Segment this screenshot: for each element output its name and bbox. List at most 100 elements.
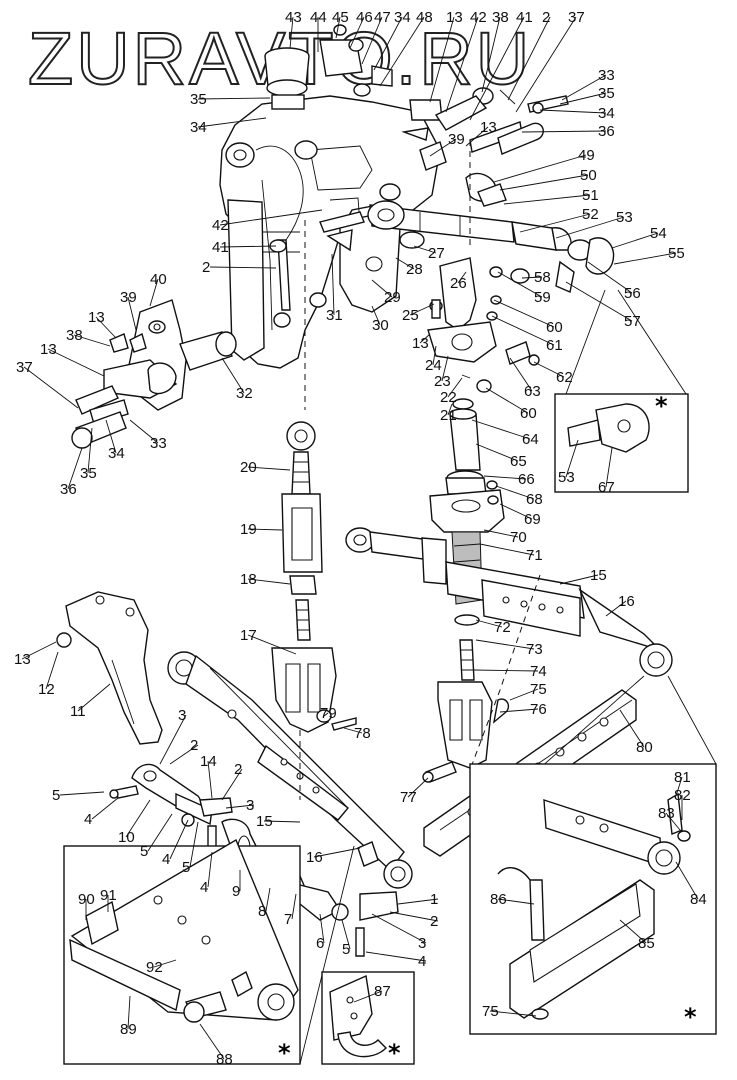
leader-line	[219, 209, 323, 226]
leader-line	[319, 913, 325, 944]
part-number-label: 82	[674, 787, 691, 804]
part-number-label: 20	[240, 459, 257, 476]
part-number-label: 3	[418, 935, 426, 952]
leader-line	[129, 419, 159, 444]
part-number-label: 83	[658, 805, 675, 822]
part-number-label: 7	[284, 911, 292, 928]
leader-line	[209, 266, 277, 269]
part-number-label: 11	[70, 703, 86, 720]
part-number-label: 59	[534, 289, 551, 306]
leader-line	[189, 821, 199, 868]
leader-line	[559, 574, 599, 585]
lift-cylinder	[227, 199, 291, 361]
leader-line	[353, 990, 383, 1003]
leader-line	[447, 377, 463, 398]
leader-line	[365, 951, 427, 962]
leader-line	[665, 812, 681, 831]
adjustable-lift-rod	[271, 421, 357, 733]
leader-line	[503, 194, 591, 205]
part-number-label: 4	[162, 851, 170, 868]
part-number-label: 4	[200, 879, 208, 896]
leader-line	[343, 727, 363, 734]
leader-line	[361, 16, 383, 65]
leader-line	[441, 355, 449, 382]
part-number-label: 2	[542, 9, 550, 26]
leader-line	[77, 683, 111, 712]
part-number-label: 28	[406, 261, 423, 278]
lift-arm-group	[427, 257, 540, 410]
part-number-label: 40	[150, 271, 167, 288]
leader-line	[219, 245, 277, 248]
leader-line	[475, 619, 503, 628]
part-number-label: 5	[342, 941, 350, 958]
part-number-label: 48	[416, 9, 433, 26]
leader-line	[675, 861, 699, 900]
inset-telescopic-link	[63, 838, 355, 1065]
leader-line	[289, 16, 294, 49]
part-number-label: 35	[80, 465, 97, 482]
leader-line	[313, 847, 361, 858]
leader-line	[619, 919, 647, 944]
part-number-label: 79	[320, 705, 337, 722]
leader-line	[225, 804, 255, 809]
part-number-label: 49	[578, 147, 595, 164]
part-number-label: 64	[522, 431, 539, 448]
inset-hook-87	[321, 971, 415, 1065]
part-number-label: 75	[482, 1003, 499, 1020]
part-number-label: 13	[446, 9, 463, 26]
leader-line	[395, 257, 415, 270]
leader-line	[491, 315, 555, 346]
leader-line	[605, 600, 627, 617]
part-number-label: 1	[430, 891, 438, 908]
part-number-label: 74	[530, 663, 547, 680]
part-number-label: 32	[236, 385, 253, 402]
part-number-label: 87	[374, 983, 391, 1000]
leader-line	[159, 714, 187, 765]
part-number-label: 77	[400, 789, 417, 806]
leader-line	[247, 466, 291, 471]
leader-line	[499, 503, 533, 520]
leader-line	[263, 820, 301, 823]
leader-line	[495, 485, 535, 500]
part-number-label: 5	[140, 843, 148, 860]
inset-stabiliser-detail	[469, 675, 717, 1035]
leader-line	[197, 117, 267, 128]
leader-line	[471, 419, 531, 440]
part-number-label: 10	[118, 829, 135, 846]
leader-line	[341, 919, 351, 950]
leader-line	[371, 279, 393, 298]
part-number-label: 47	[374, 9, 391, 26]
centre-line-stabiliser	[469, 574, 541, 771]
leader-line	[675, 776, 683, 797]
leader-line	[221, 768, 243, 801]
part-number-label: 50	[580, 167, 597, 184]
part-number-label: 44	[310, 9, 327, 26]
part-number-label: 84	[690, 891, 707, 908]
leader-line	[125, 799, 151, 838]
leader-line	[371, 305, 381, 326]
leader-line	[457, 271, 467, 284]
leader-line	[127, 296, 137, 331]
lift-rod-stack	[422, 408, 510, 783]
part-number-label: 19	[240, 521, 257, 538]
part-number-label: 15	[256, 813, 273, 830]
part-number-label: 66	[518, 471, 535, 488]
part-number-label: 36	[60, 481, 77, 498]
leader-line	[497, 271, 543, 298]
part-number-label: 5	[182, 859, 190, 876]
leader-line	[605, 447, 613, 488]
leader-line	[95, 316, 117, 339]
part-number-label: 3	[178, 707, 186, 724]
lower-link-bracket	[71, 299, 237, 449]
leader-line	[432, 345, 437, 366]
part-number-label: 63	[524, 383, 541, 400]
part-number-label: 38	[66, 327, 83, 344]
part-number-label: 70	[510, 529, 527, 546]
part-number-label: 73	[526, 641, 543, 658]
part-number-label: 90	[78, 891, 95, 908]
part-number-label: 13	[412, 335, 429, 352]
leader-line	[323, 712, 329, 717]
leader-line	[499, 174, 589, 191]
part-number-label: 15	[590, 567, 607, 584]
part-number-label: 22	[440, 389, 457, 406]
